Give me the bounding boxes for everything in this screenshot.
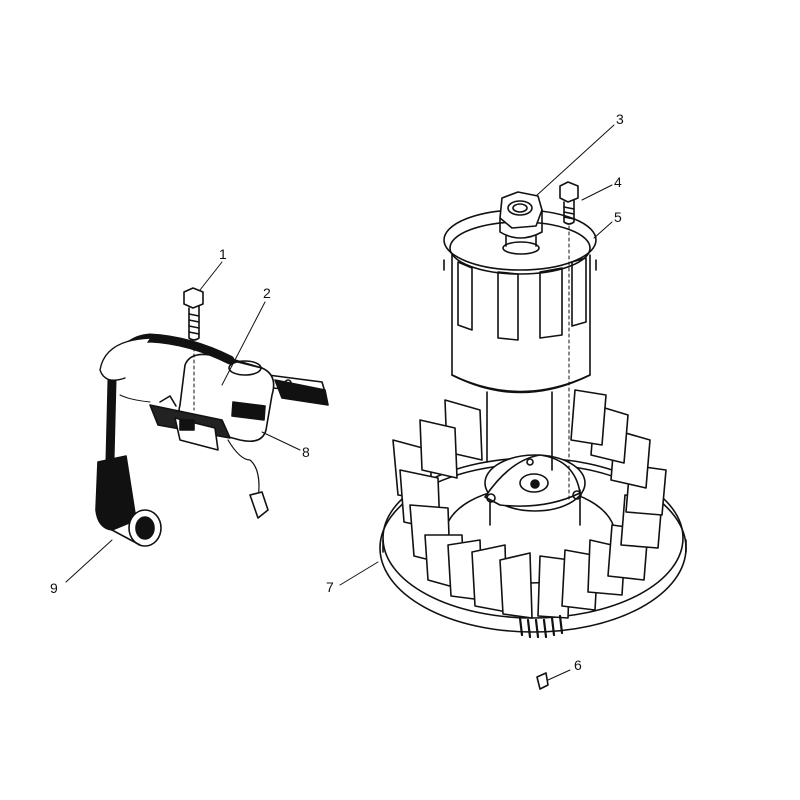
callout-3: 3 xyxy=(616,111,624,127)
leader-line-1 xyxy=(199,261,223,291)
callout-labels: 1 2 3 4 5 6 7 8 9 xyxy=(50,111,624,673)
leader-line-9 xyxy=(65,539,113,583)
callout-4: 4 xyxy=(614,174,622,190)
leader-line-5 xyxy=(593,221,613,239)
flywheel-fins xyxy=(392,389,667,619)
cup-bolt xyxy=(559,181,579,501)
hex-nut xyxy=(499,191,543,255)
callout-9: 9 xyxy=(50,580,58,596)
leader-line-2 xyxy=(221,301,266,386)
flywheel-key xyxy=(536,672,549,690)
callout-2: 2 xyxy=(263,285,271,301)
leader-line-8 xyxy=(261,431,301,451)
callout-6: 6 xyxy=(574,657,582,673)
spark-plug-lead xyxy=(95,333,269,547)
leader-line-3 xyxy=(535,124,615,197)
leader-lines xyxy=(65,124,615,681)
callout-8: 8 xyxy=(302,444,310,460)
ignition-coil xyxy=(149,287,329,451)
callout-5: 5 xyxy=(614,209,622,225)
callout-1: 1 xyxy=(219,246,227,262)
leader-line-6 xyxy=(547,669,571,681)
flywheel xyxy=(379,389,687,639)
leader-line-7 xyxy=(339,561,379,586)
callout-7: 7 xyxy=(326,579,334,595)
leader-line-4 xyxy=(581,184,613,201)
